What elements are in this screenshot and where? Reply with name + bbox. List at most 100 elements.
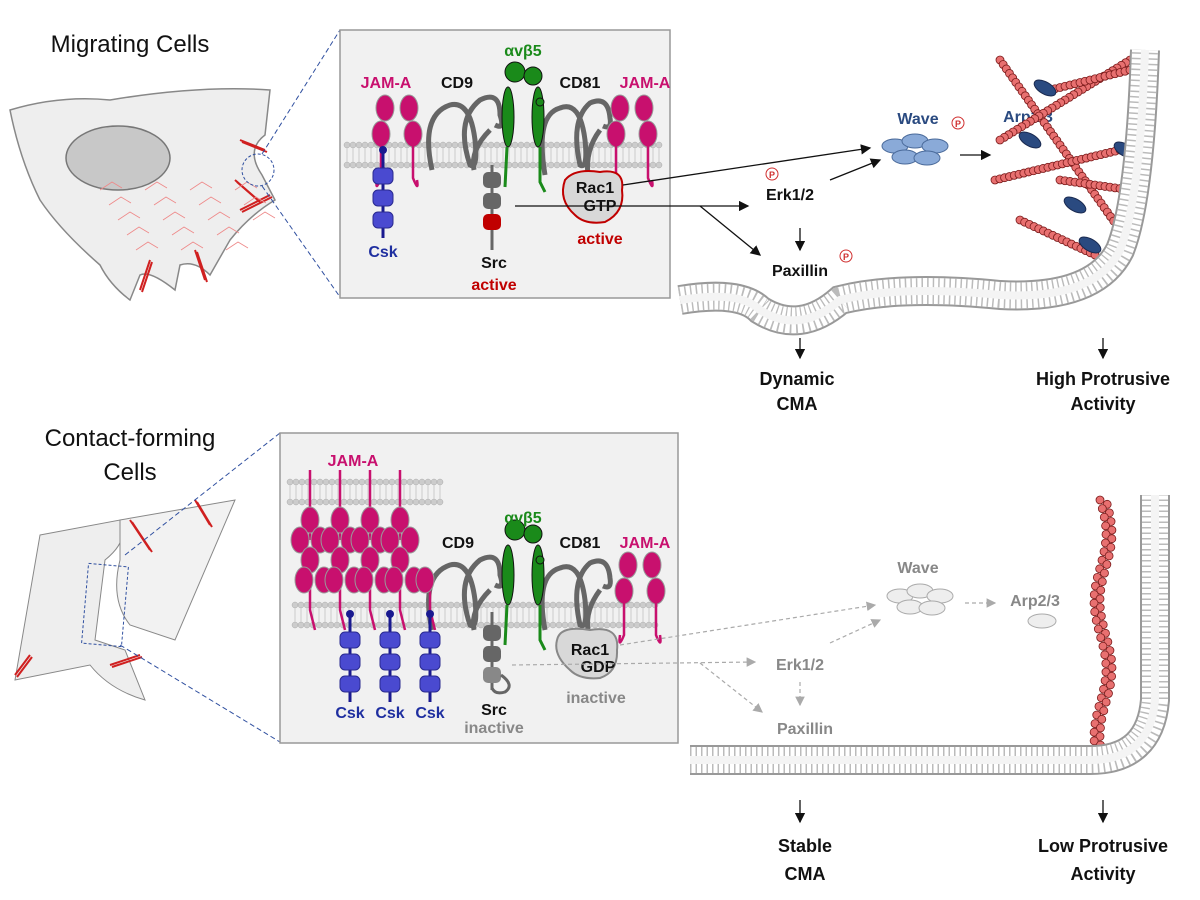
actin-monomer — [1096, 633, 1106, 642]
actin-monomer — [1097, 504, 1107, 514]
lipid-head — [457, 161, 465, 169]
csk-label: Csk — [335, 705, 364, 722]
lipid-head — [519, 601, 527, 609]
jam-a-domain — [360, 506, 380, 534]
actin-monomer — [1098, 641, 1108, 651]
lipid-head — [553, 141, 561, 149]
csk-label: Csk — [415, 705, 444, 722]
cd9-protein — [426, 94, 505, 171]
contact-cells-title: Cells — [103, 459, 156, 486]
csk-domain — [379, 675, 401, 693]
wave-complex — [881, 133, 949, 166]
focal-adhesion — [239, 139, 266, 151]
low-protrusive-label: Activity — [1070, 864, 1135, 884]
actin-monomer — [1107, 525, 1117, 535]
lipid-head — [439, 141, 447, 149]
integrin-tail — [538, 605, 547, 651]
src-protein-active — [483, 165, 501, 250]
actin-monomer — [995, 135, 1005, 145]
jam-a-domain — [642, 551, 662, 579]
lipid-head — [543, 601, 551, 609]
lipid-head — [292, 478, 300, 486]
outcome-arrows — [794, 800, 1109, 824]
dynamic-cma-label: Dynamic — [759, 369, 834, 389]
lipid-head — [400, 478, 408, 486]
rac1-gtp-blob — [562, 170, 624, 224]
src-label: Src — [481, 255, 507, 272]
actin-monomer — [1097, 714, 1107, 724]
lipid-head — [561, 601, 569, 609]
actin-filament — [216, 226, 240, 236]
actin-monomer — [1101, 521, 1110, 531]
integrin-head — [504, 61, 526, 83]
jam-a-dimers — [371, 94, 658, 188]
actin-filament — [126, 226, 150, 236]
lipid-head — [316, 498, 324, 506]
lipid-head — [292, 498, 300, 506]
lipid-head — [595, 161, 603, 169]
lipid-head — [424, 478, 432, 486]
rac1-gdp-blob — [555, 627, 619, 680]
lipid-head — [351, 601, 359, 609]
lipid-head — [441, 601, 449, 609]
jam-a-label: JAM-A — [620, 535, 671, 552]
csk-domain — [419, 675, 441, 693]
jam-a-domain — [375, 94, 395, 122]
focal-adhesions — [14, 499, 213, 678]
lipid-head — [376, 478, 384, 486]
dynamic-cma-label: CMA — [777, 394, 818, 414]
lipid-head — [367, 161, 375, 169]
lipid-head — [412, 498, 420, 506]
lipid-head — [511, 161, 519, 169]
rac1-label: Rac1 — [571, 642, 609, 659]
arp23-complex — [1063, 196, 1087, 214]
lipid-head — [589, 161, 597, 169]
csk-domain — [339, 675, 361, 693]
lipid-head — [367, 141, 375, 149]
lipid-head — [549, 601, 557, 609]
lipid-head — [513, 601, 521, 609]
lipid-head — [483, 601, 491, 609]
lipid-head — [649, 161, 657, 169]
actin-monomer — [1099, 706, 1109, 716]
actin-filament — [198, 196, 222, 206]
jam-a-domain — [403, 120, 423, 148]
actin-monomer — [1100, 650, 1110, 660]
lipid-head — [525, 601, 533, 609]
lipid-head — [297, 621, 305, 629]
lipid-head — [639, 621, 647, 629]
src-state: active — [471, 277, 516, 294]
lipid-head — [291, 621, 299, 629]
cd9-label: CD9 — [441, 75, 473, 92]
csk-domain — [426, 610, 434, 618]
zoom-line — [261, 29, 341, 155]
csk-domain — [419, 653, 441, 671]
lipid-head — [286, 498, 294, 506]
svg-text:P: P — [843, 252, 849, 262]
lipid-head — [559, 161, 567, 169]
lipid-head — [421, 161, 429, 169]
lipid-head — [631, 161, 639, 169]
jam-a-domain — [610, 94, 630, 122]
lipid-head — [418, 498, 426, 506]
lipid-head — [559, 141, 567, 149]
cd81-label: CD81 — [560, 75, 601, 92]
lipid-head — [631, 141, 639, 149]
focal-adhesion — [241, 196, 273, 213]
jam-a-domain — [294, 566, 314, 594]
actin-monomer — [1106, 680, 1115, 690]
lipid-head — [417, 601, 425, 609]
lipid-head — [286, 478, 294, 486]
csk-domain — [346, 610, 354, 618]
lipid-head — [376, 498, 384, 506]
lipid-head — [363, 621, 371, 629]
lipid-head — [555, 621, 563, 629]
lipid-head — [328, 498, 336, 506]
lipid-head — [388, 478, 396, 486]
paxillin-label: Paxillin — [777, 721, 833, 738]
jam-a-label: JAM-A — [328, 453, 379, 470]
lipid-head — [316, 478, 324, 486]
lipid-head — [655, 161, 663, 169]
lipid-head — [357, 621, 365, 629]
integrin-head — [523, 66, 543, 86]
